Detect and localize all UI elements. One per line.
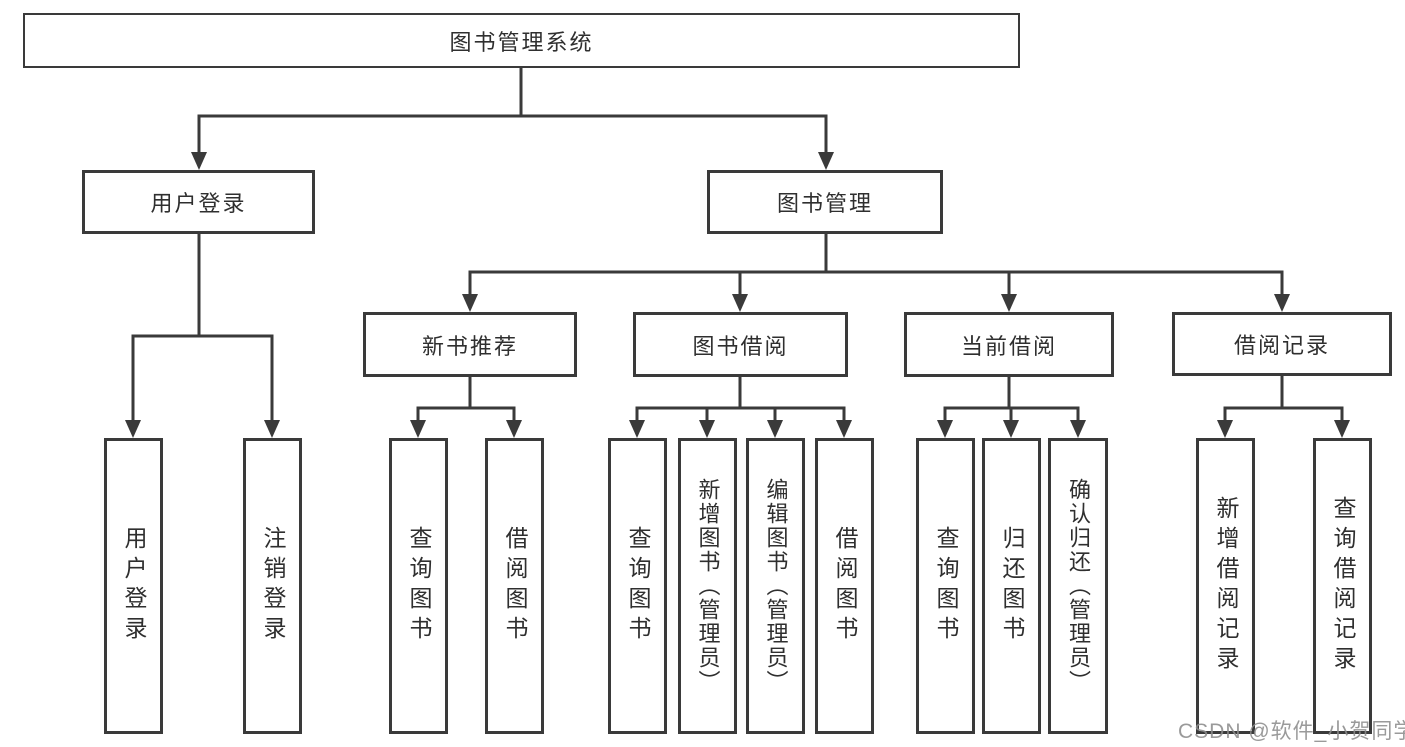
leaf-borrow-books-recommend: 借阅图书 [485, 438, 544, 734]
node-label: 查询图书 [933, 526, 959, 646]
node-label: 查询图书 [406, 526, 432, 646]
arrow-down-icon [732, 294, 748, 312]
arrow-down-icon [629, 420, 645, 438]
leaf-query-books-borrowing: 查询图书 [608, 438, 667, 734]
node-book-borrowing: 图书借阅 [633, 312, 848, 377]
watermark: CSDN @软件_小贺同学 [1178, 720, 1405, 743]
arrow-down-icon [1334, 420, 1350, 438]
arrow-down-icon [836, 420, 852, 438]
node-label: 编辑图书（管理员） [763, 478, 789, 694]
arrow-down-icon [699, 420, 715, 438]
node-label: 新增借阅记录 [1213, 496, 1239, 676]
leaf-query-books-recommend: 查询图书 [389, 438, 448, 734]
leaf-confirm-return-admin: 确认归还（管理员） [1048, 438, 1108, 734]
leaf-borrow-books-borrowing: 借阅图书 [815, 438, 874, 734]
leaf-query-borrow-record: 查询借阅记录 [1313, 438, 1372, 734]
arrow-down-icon [1070, 420, 1086, 438]
arrow-down-icon [506, 420, 522, 438]
leaf-logout-login: 注销登录 [243, 438, 302, 734]
node-label: 用户登录 [121, 526, 147, 646]
arrow-down-icon [264, 420, 280, 438]
arrow-down-icon [767, 420, 783, 438]
node-user-login: 用户登录 [82, 170, 315, 234]
node-current-borrowing: 当前借阅 [904, 312, 1114, 377]
arrow-down-icon [1274, 294, 1290, 312]
arrow-down-icon [1001, 294, 1017, 312]
arrow-down-icon [191, 152, 207, 170]
node-borrowing-records: 借阅记录 [1172, 312, 1392, 376]
leaf-edit-books-admin: 编辑图书（管理员） [746, 438, 805, 734]
node-label: 确认归还（管理员） [1066, 478, 1091, 694]
leaf-add-borrow-record: 新增借阅记录 [1196, 438, 1255, 734]
arrow-down-icon [1003, 420, 1019, 438]
arrow-down-icon [937, 420, 953, 438]
leaf-add-books-admin: 新增图书（管理员） [678, 438, 737, 734]
node-label: 借阅图书 [502, 526, 528, 646]
node-label: 查询借阅记录 [1330, 496, 1356, 676]
node-book-management: 图书管理 [707, 170, 943, 234]
node-label: 注销登录 [260, 526, 286, 646]
arrow-down-icon [125, 420, 141, 438]
node-label: 新增图书（管理员） [695, 478, 721, 694]
leaf-user-login: 用户登录 [104, 438, 163, 734]
arrow-down-icon [410, 420, 426, 438]
leaf-query-books-current: 查询图书 [916, 438, 975, 734]
leaf-return-books: 归还图书 [982, 438, 1041, 734]
arrow-down-icon [818, 152, 834, 170]
node-label: 归还图书 [999, 526, 1025, 646]
arrow-down-icon [462, 294, 478, 312]
node-root-library-system: 图书管理系统 [23, 13, 1020, 68]
node-label: 查询图书 [625, 526, 651, 646]
arrow-down-icon [1217, 420, 1233, 438]
node-label: 借阅图书 [832, 526, 858, 646]
node-new-book-recommendation: 新书推荐 [363, 312, 577, 377]
